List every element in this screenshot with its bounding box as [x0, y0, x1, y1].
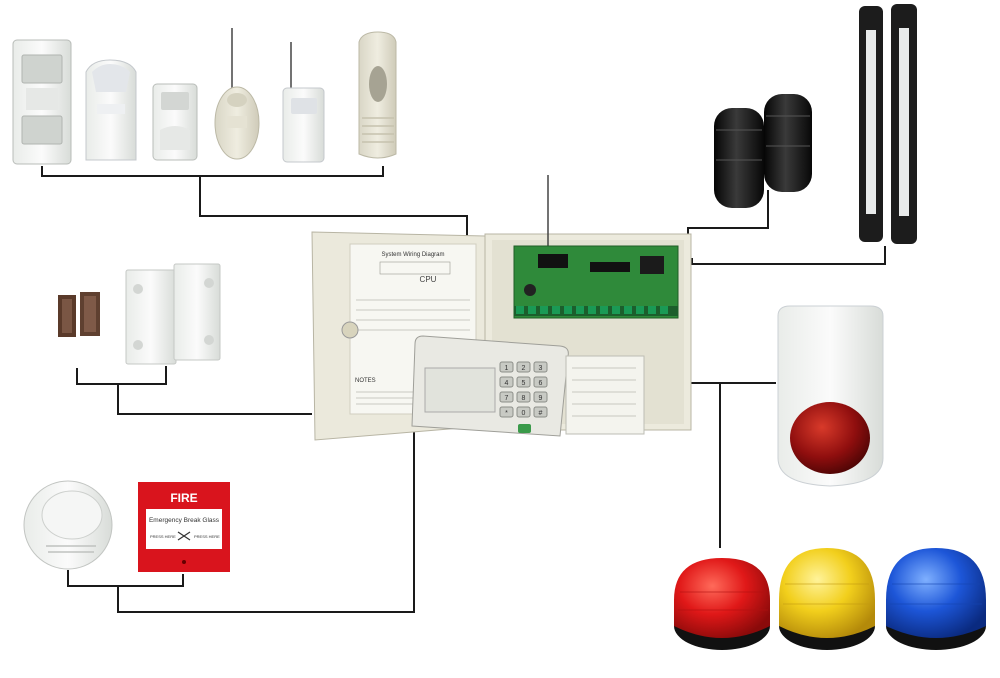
- wire-detectors-to-panel: [199, 176, 468, 238]
- keypad-key-label: 8: [522, 395, 526, 402]
- wire-contacts-to-panel: [117, 384, 312, 415]
- blue-strobe: [886, 548, 986, 650]
- keypad-key: [499, 406, 514, 418]
- keypad: 1 2 3 4 5 6 7 8 9 * 0 #: [411, 335, 645, 437]
- call-point-title: FIRE: [170, 491, 197, 505]
- fire-call-point: FIRE Emergency Break Glass PRESS HERE PR…: [138, 482, 230, 572]
- wire-beam-to-panel: [687, 190, 769, 236]
- infrared-barrier-columns: [859, 4, 917, 244]
- call-point-press-right: PRESS HERE: [194, 534, 220, 539]
- keypad-key: [499, 376, 514, 388]
- wire-fire-bus: [67, 570, 184, 587]
- keypad-key: [533, 361, 548, 373]
- photoelectric-beam-pair: [714, 94, 812, 208]
- outdoor-siren: [777, 305, 884, 487]
- keypad-key-label: 1: [505, 365, 509, 372]
- small-door-contact: [58, 292, 100, 337]
- smoke-detector: [23, 480, 113, 570]
- keypad-key: [533, 406, 548, 418]
- wire-detectors-bus: [41, 166, 384, 177]
- keypad-key: [516, 391, 531, 403]
- wire-barrier-to-panel: [691, 246, 886, 265]
- wiring-lines: [41, 166, 886, 613]
- call-point-instruction: Emergency Break Glass: [149, 517, 220, 524]
- keypad-key: [499, 361, 514, 373]
- keypad-key-label: *: [505, 410, 508, 417]
- keypad-key-label: 7: [505, 395, 509, 402]
- keypad-key: [499, 391, 514, 403]
- keypad-key: [516, 406, 531, 418]
- keypad-key: [516, 376, 531, 388]
- cpu-label: CPU: [420, 275, 437, 284]
- wire-contacts-bus: [76, 366, 167, 385]
- wireless-pir: [282, 42, 325, 163]
- keypad-key-label: 5: [522, 380, 526, 387]
- keypad-key: [533, 391, 548, 403]
- keypad-key-label: 3: [539, 365, 543, 372]
- large-door-contact: [125, 263, 221, 365]
- pir-detector-large: [12, 39, 72, 165]
- keypad-key: [533, 376, 548, 388]
- wiring-diagram-title: System Wiring Diagram: [381, 252, 444, 258]
- keypad-key: [516, 361, 531, 373]
- keypad-key-label: #: [539, 410, 543, 417]
- keypad-key-label: 9: [539, 395, 543, 402]
- keypad-key-label: 4: [505, 380, 509, 387]
- keypad-key-label: 6: [539, 380, 543, 387]
- keypad-key-label: 2: [522, 365, 526, 372]
- red-strobe: [674, 558, 770, 650]
- curtain-detector: [358, 31, 397, 159]
- wireless-pir-dome: [214, 28, 260, 160]
- keypad-keys: 1 2 3 4 5 6 7 8 9 * 0 #: [499, 361, 548, 433]
- pir-detector-compact: [152, 83, 198, 161]
- keypad-function-key: [518, 424, 531, 433]
- keypad-key-label: 0: [522, 410, 526, 417]
- wire-fire-to-panel: [117, 420, 415, 613]
- yellow-strobe: [779, 548, 875, 650]
- notes-label: NOTES: [355, 378, 376, 384]
- call-point-press-left: PRESS HERE: [150, 534, 176, 539]
- pir-detector-white: [85, 59, 137, 161]
